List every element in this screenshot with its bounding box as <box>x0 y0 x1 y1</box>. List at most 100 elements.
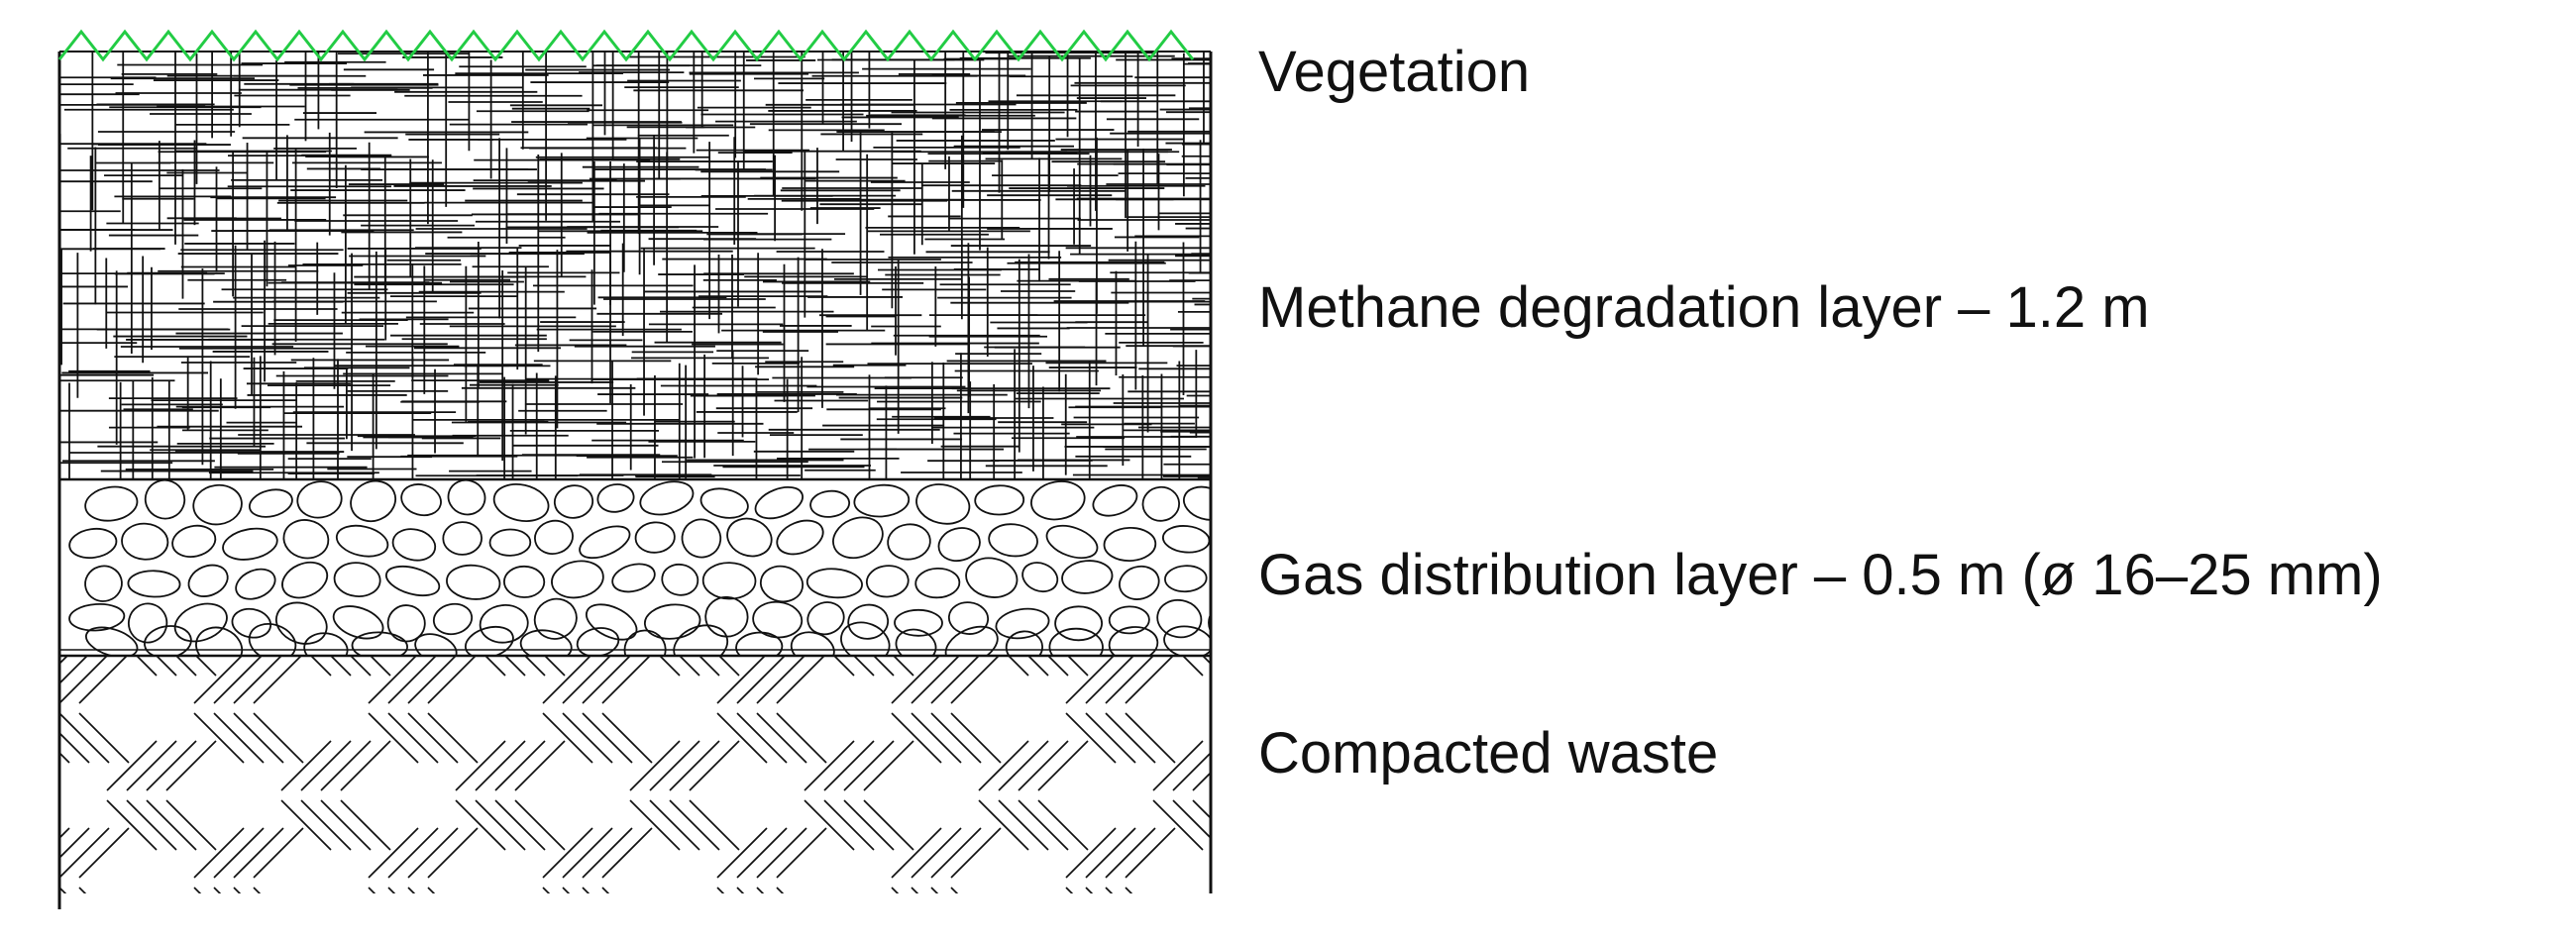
waste-stroke <box>483 656 506 677</box>
waste-stroke <box>1300 654 1349 703</box>
waste-stroke <box>930 827 982 879</box>
gravel-pebble <box>446 564 501 600</box>
waste-stroke <box>892 656 914 677</box>
waste-stroke <box>127 915 176 937</box>
gravel-pebble <box>947 601 990 635</box>
gravel-pebble <box>887 523 931 561</box>
waste-stroke <box>321 915 371 937</box>
waste-stroke <box>253 827 304 879</box>
gravel-pebble <box>303 632 349 656</box>
waste-stroke <box>736 712 788 764</box>
waste-stroke <box>629 799 681 851</box>
waste-stroke <box>59 827 90 860</box>
gravel-pebble <box>704 595 749 638</box>
waste-stroke <box>427 827 479 879</box>
waste-stroke <box>863 740 914 791</box>
waste-stroke <box>950 656 1001 704</box>
waste-stroke <box>1192 799 1211 820</box>
gravel-pebble <box>735 631 784 656</box>
waste-stroke <box>59 827 70 840</box>
gravel-pebble <box>754 486 804 520</box>
waste-stroke <box>1172 751 1211 791</box>
waste-stroke <box>135 656 158 677</box>
waste-stroke <box>1105 887 1114 893</box>
waste-stroke <box>155 656 177 677</box>
gravel-pebble <box>1048 627 1104 656</box>
waste-stroke <box>369 656 391 677</box>
waste-stroke <box>59 887 67 893</box>
waste-stroke <box>823 799 875 851</box>
waste-stroke <box>601 827 653 879</box>
gravel-pebble <box>1005 630 1043 656</box>
waste-stroke <box>320 740 372 791</box>
gravel-pebble <box>586 603 638 641</box>
waste-stroke <box>1038 915 1088 937</box>
waste-stroke <box>690 915 739 937</box>
gravel-pebble <box>1108 605 1150 635</box>
waste-stroke <box>1192 771 1211 791</box>
waste-stroke <box>1065 656 1116 704</box>
gravel-pebble <box>479 604 529 644</box>
waste-stroke <box>213 712 265 764</box>
waste-stroke <box>1026 656 1049 677</box>
gravel-pebble <box>519 629 573 656</box>
waste-stroke <box>716 712 768 764</box>
gravel-pebble <box>1213 621 1277 678</box>
waste-stroke <box>1240 828 1290 878</box>
waste-stroke <box>1046 656 1069 677</box>
waste-stroke <box>59 712 110 764</box>
gravel-pebble <box>1163 625 1211 656</box>
waste-stroke <box>911 887 919 893</box>
waste-stroke <box>194 656 217 677</box>
methane-layer-label: Methane degradation layer – 1.2 m <box>1258 275 2150 340</box>
waste-stroke <box>978 740 1029 791</box>
gravel-pebble <box>84 485 139 522</box>
waste-stroke <box>515 915 565 937</box>
waste-stroke <box>341 915 390 937</box>
gravel-pebble <box>1141 485 1180 522</box>
waste-stroke <box>387 887 396 893</box>
waste-stroke <box>126 740 177 791</box>
gravel-pebble <box>333 562 381 597</box>
gravel-pebble <box>414 633 458 656</box>
waste-stroke <box>233 887 242 893</box>
waste-stroke <box>281 915 331 937</box>
gravel-pebble <box>611 563 656 593</box>
waste-stroke <box>1105 656 1155 704</box>
waste-stroke <box>1201 656 1211 666</box>
waste-stroke <box>1037 740 1089 791</box>
gravel-pebble <box>840 621 891 656</box>
waste-stroke <box>280 740 332 791</box>
waste-stroke <box>455 799 506 851</box>
gravel-pebble <box>576 627 620 656</box>
waste-stroke <box>670 915 719 937</box>
waste-stroke <box>736 656 787 704</box>
gravel-pebble <box>488 528 532 557</box>
waste-layer-hatch <box>59 654 1349 937</box>
gravel-pebble <box>551 560 604 599</box>
gas-layer-label: Gas distribution layer – 0.5 m (ø 16–25 … <box>1258 543 2383 607</box>
waste-stroke <box>368 656 418 704</box>
gravel-pebble <box>832 516 884 560</box>
gravel-pebble <box>639 480 695 516</box>
waste-stroke <box>978 799 1029 851</box>
waste-stroke <box>562 887 571 893</box>
waste-stroke <box>340 799 391 851</box>
waste-stroke <box>427 656 478 704</box>
waste-stroke <box>669 799 720 851</box>
waste-stroke <box>736 827 788 879</box>
gravel-pebble <box>274 601 328 645</box>
waste-stroke <box>213 656 264 704</box>
gravel-pebble <box>1108 626 1159 656</box>
waste-stroke <box>650 915 699 937</box>
waste-stroke <box>1172 799 1211 840</box>
gravel-pebble <box>432 602 474 636</box>
gravel-pebble <box>187 564 229 597</box>
waste-stroke <box>776 887 785 893</box>
waste-stroke <box>776 712 827 764</box>
waste-stroke <box>716 656 767 704</box>
waste-stroke <box>456 915 505 937</box>
waste-stroke <box>998 799 1049 851</box>
waste-stroke <box>1065 887 1074 893</box>
